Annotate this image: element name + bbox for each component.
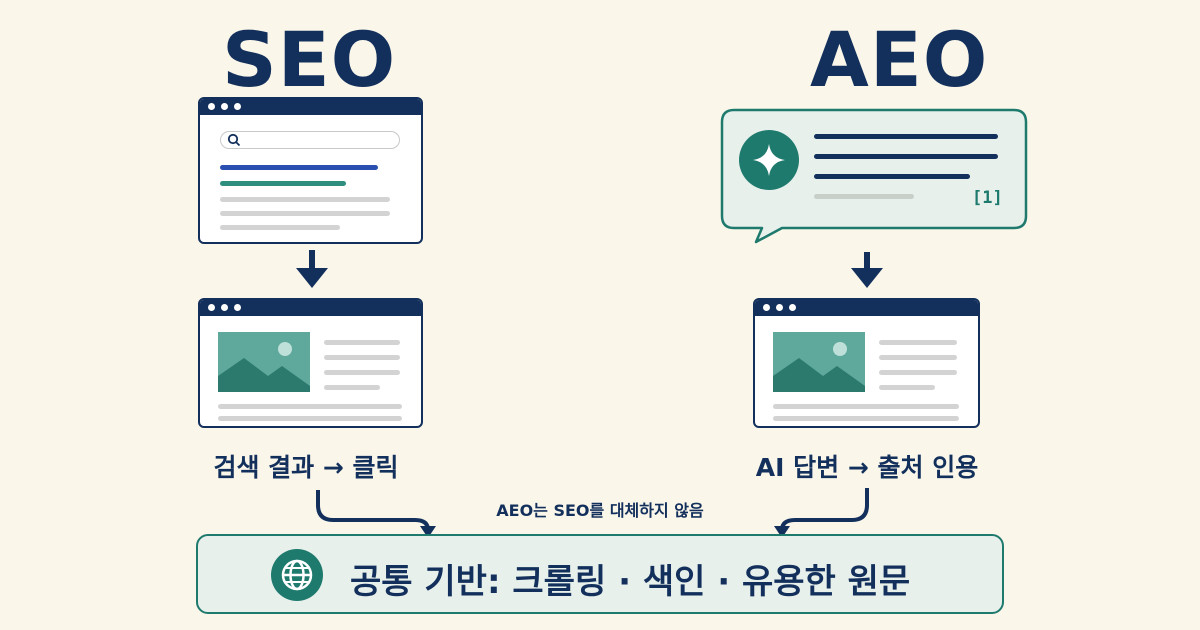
text-line xyxy=(773,416,959,421)
relationship-note: AEO는 SEO를 대체하지 않음 xyxy=(496,501,704,520)
foundation-text: 공통 기반: 크롤링 · 색인 · 유용한 원문 xyxy=(350,562,911,602)
text-line xyxy=(324,385,380,390)
window-controls xyxy=(763,304,796,311)
ai-answer-bubble xyxy=(720,108,1028,244)
globe-icon xyxy=(271,549,323,601)
text-line xyxy=(879,340,957,345)
answer-line xyxy=(814,134,998,139)
text-line xyxy=(218,416,402,421)
seo-title: SEO xyxy=(222,15,397,104)
window-title-bar xyxy=(200,99,421,115)
ai-sparkle-icon xyxy=(739,130,799,190)
window-controls xyxy=(208,304,241,311)
seo-to-foundation-arrow xyxy=(316,490,430,531)
aeo-to-foundation-arrow xyxy=(780,488,869,531)
answer-line xyxy=(814,154,998,159)
window-title-bar xyxy=(755,300,978,316)
seo-webpage-window xyxy=(198,298,423,428)
text-line xyxy=(879,355,957,360)
text-line xyxy=(218,404,402,409)
result-url-line xyxy=(220,181,346,186)
answer-line xyxy=(814,174,970,179)
aeo-to-foundation-arrowhead xyxy=(774,526,790,538)
text-line xyxy=(773,404,959,409)
search-icon xyxy=(227,133,241,147)
window-controls xyxy=(208,103,241,110)
text-line xyxy=(324,355,400,360)
aeo-caption: AI 답변 → 출처 인용 xyxy=(755,453,979,482)
answer-line-muted xyxy=(814,194,914,199)
text-line xyxy=(879,385,935,390)
text-line xyxy=(879,370,957,375)
seo-to-foundation-arrowhead xyxy=(420,526,436,538)
text-line xyxy=(324,340,400,345)
aeo-title: AEO xyxy=(810,15,989,104)
text-line xyxy=(324,370,400,375)
seo-caption: 검색 결과 → 클릭 xyxy=(213,453,399,482)
result-snippet-line xyxy=(220,197,390,202)
result-snippet-line xyxy=(220,225,340,230)
aeo-down-arrow xyxy=(851,252,883,288)
seo-down-arrow xyxy=(296,250,328,288)
common-foundation-box: 공통 기반: 크롤링 · 색인 · 유용한 원문 xyxy=(196,534,1004,614)
search-bar[interactable] xyxy=(220,131,400,149)
image-placeholder-icon xyxy=(773,332,865,392)
aeo-webpage-window xyxy=(753,298,980,428)
result-title-line xyxy=(220,165,378,170)
citation-marker[interactable]: [1] xyxy=(972,188,1003,208)
image-placeholder-icon xyxy=(218,332,310,392)
search-results-window xyxy=(198,97,423,244)
window-title-bar xyxy=(200,300,421,316)
result-snippet-line xyxy=(220,211,390,216)
